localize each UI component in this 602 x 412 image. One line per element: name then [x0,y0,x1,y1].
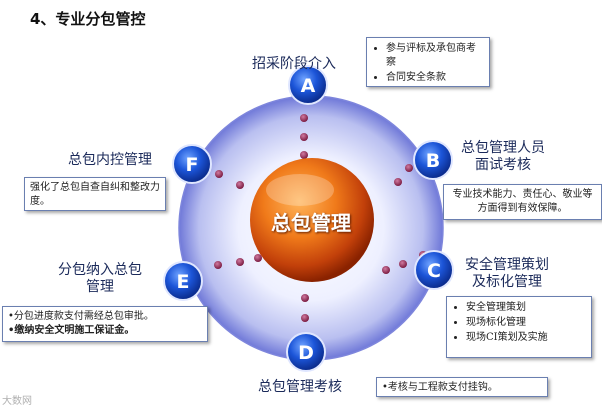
node-d[interactable]: D [286,332,326,372]
node-b[interactable]: B [413,140,453,180]
node-b-letter: B [426,150,440,172]
box-a-item-2: 合同安全条款 [386,71,484,85]
box-b-text: 专业技术能力、责任心、敬业等方面得到有效保障。 [452,189,593,214]
node-f-letter: F [186,154,199,176]
node-e-label: 分包纳入总包 管理 [58,262,142,296]
node-b-label-line2: 面试考核 [475,157,531,173]
node-e-letter: E [177,271,190,293]
node-a-label: 招采阶段介入 [252,56,336,72]
box-a: 参与评标及承包商考察 合同安全条款 [366,37,490,87]
node-e-label-line2: 管理 [86,279,114,295]
box-d: •考核与工程款支付挂钩。 [376,377,548,397]
node-c-label-line2: 及标化管理 [472,274,542,290]
node-d-label: 总包管理考核 [258,379,342,395]
node-f-label: 总包内控管理 [68,152,152,168]
box-e-item-2: •缴纳安全文明施工保证金。 [8,325,135,336]
box-e-item-1: •分包进度款支付需经总包审批。 [8,311,154,322]
node-c[interactable]: C [414,250,454,290]
box-d-text: •考核与工程款支付挂钩。 [382,382,498,393]
page-heading: 4、专业分包管控 [30,10,146,28]
box-b: 专业技术能力、责任心、敬业等方面得到有效保障。 [443,184,602,220]
center-label: 总包管理 [271,211,351,235]
node-a-letter: A [301,75,316,97]
box-c-item-1: 安全管理策划 [466,301,586,315]
node-f[interactable]: F [172,144,212,184]
box-f-text: 强化了总包自查自纠和整改力度。 [30,182,160,207]
node-c-letter: C [427,260,441,282]
node-e[interactable]: E [163,261,203,301]
box-e: •分包进度款支付需经总包审批。 •缴纳安全文明施工保证金。 [2,306,208,342]
box-c: 安全管理策划 现场标化管理 现场CI策划及实施 [446,296,592,358]
box-f: 强化了总包自查自纠和整改力度。 [24,177,166,211]
watermark: 大数网 [2,396,32,407]
node-b-label-line1: 总包管理人员 [461,140,545,156]
node-c-label-line1: 安全管理策划 [465,257,549,273]
box-c-item-3: 现场CI策划及实施 [466,331,586,345]
box-a-item-1: 参与评标及承包商考察 [386,42,484,70]
node-c-label: 安全管理策划 及标化管理 [465,257,549,291]
node-d-letter: D [298,342,314,364]
box-c-item-2: 现场标化管理 [466,316,586,330]
node-e-label-line1: 分包纳入总包 [58,262,142,278]
center-sphere [250,158,374,282]
node-b-label: 总包管理人员 面试考核 [461,140,545,174]
node-a[interactable]: A [288,65,328,105]
